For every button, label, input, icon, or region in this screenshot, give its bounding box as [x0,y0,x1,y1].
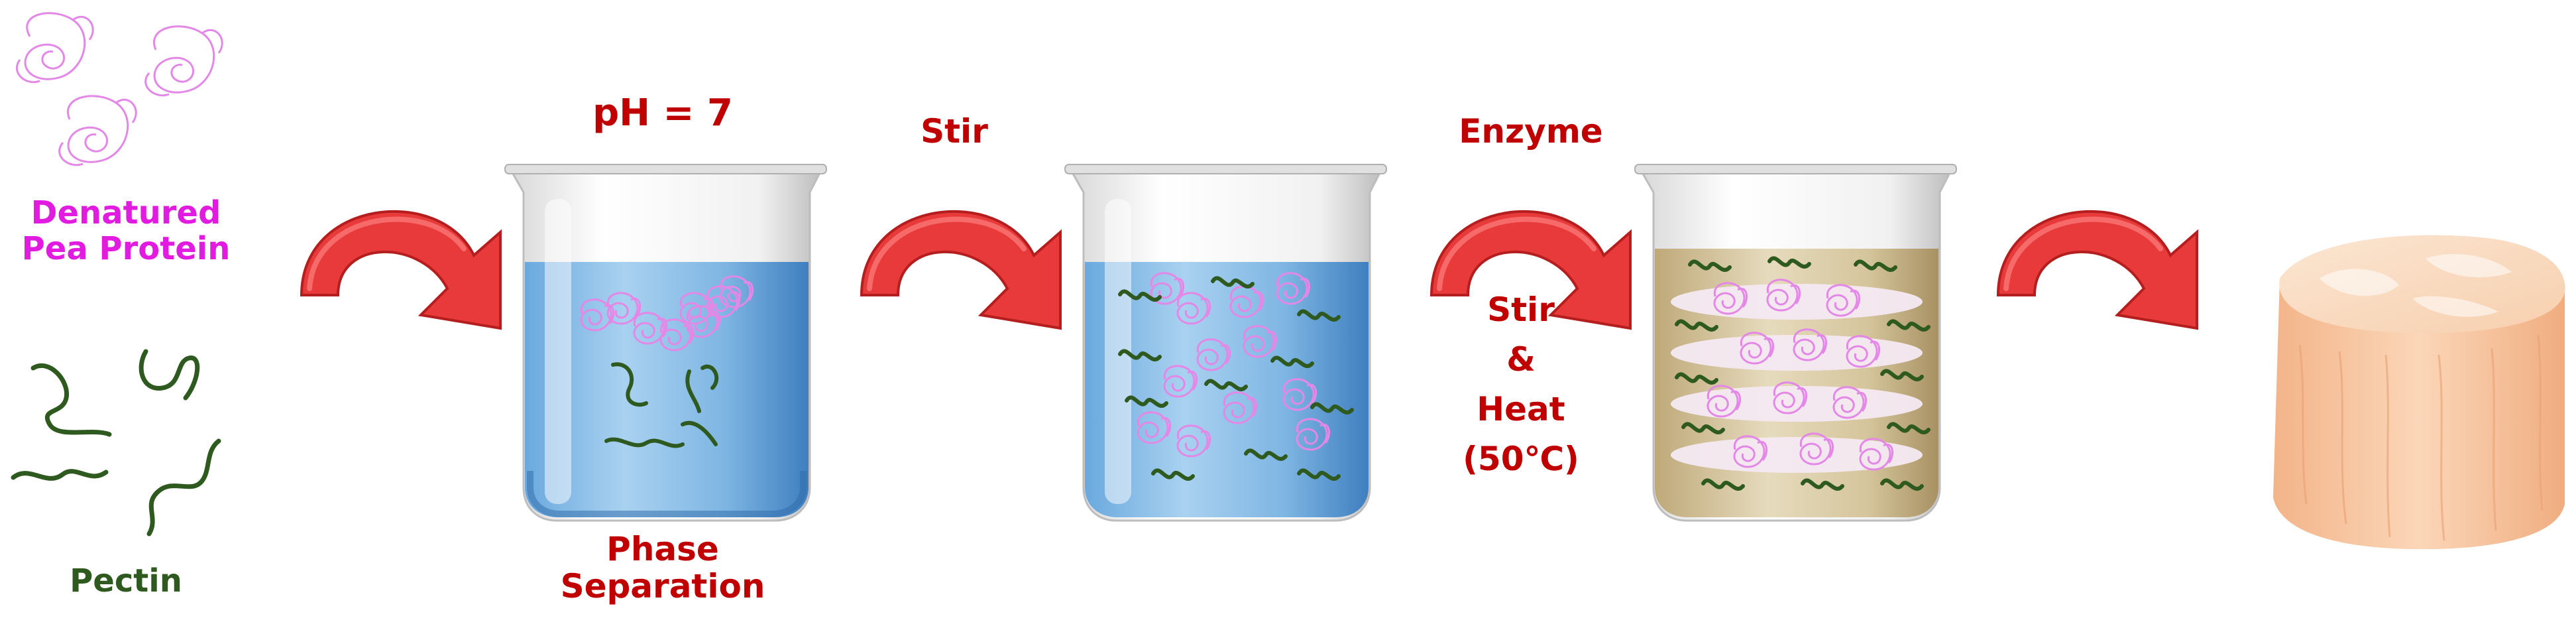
stir-mid: Stir [1487,290,1555,329]
curved-arrow-icon [862,212,1060,328]
stir-label: Stir [921,112,988,151]
denatured-line1: Denatured [30,194,221,231]
gel-product-icon [2273,235,2565,550]
pectin-label: Pectin [70,562,182,600]
phase-separation-label: Phase Separation [537,531,789,605]
beaker-icon [1634,164,1957,522]
denatured-line2: Pea Protein [21,229,231,267]
pectin-chain-icon [11,349,221,537]
pectin-chain-icon [604,362,719,448]
protein-coil-icon [15,12,223,166]
ph-label: pH = 7 [592,92,733,135]
denatured-pea-protein-label: Denatured Pea Protein [13,194,239,267]
beaker-icon [504,164,827,522]
heat: Heat [1477,390,1565,428]
beaker-icon [1064,164,1387,522]
temp: (50℃) [1463,440,1579,478]
amp: & [1506,340,1536,379]
phase-line1: Phase [606,530,719,568]
enzyme-label: Enzyme [1459,112,1603,151]
curved-arrow-icon [302,212,500,328]
phase-line2: Separation [560,567,765,605]
curved-arrow-icon [1998,212,2197,328]
stir-heat-label: Stir & Heat (50℃) [1431,285,1610,484]
